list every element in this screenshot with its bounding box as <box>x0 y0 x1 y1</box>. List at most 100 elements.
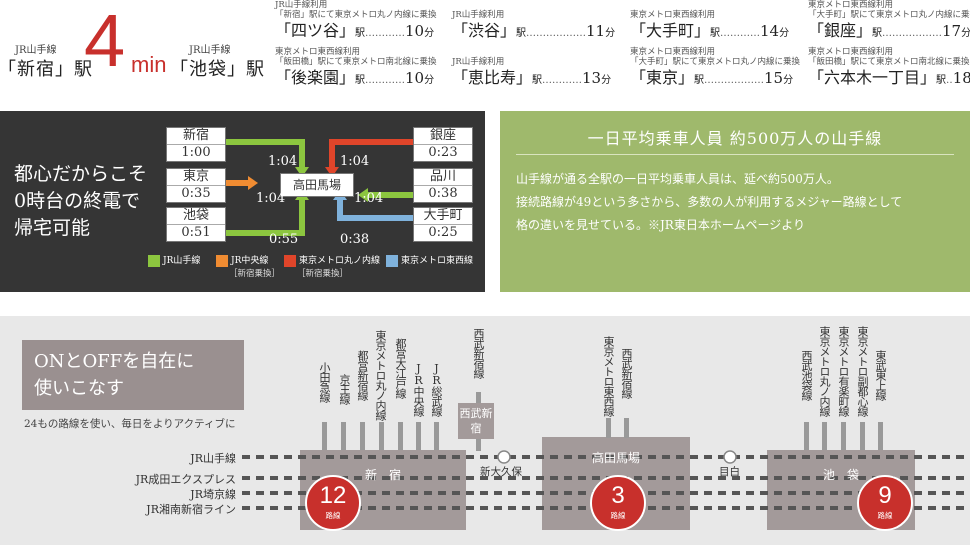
dest-suffix: 駅 <box>532 75 543 86</box>
destination-ebisu: JR山手線利用 「恵比寿」駅…………13分 <box>452 57 611 92</box>
time-label: 1:04 <box>354 191 384 206</box>
station-name-takadanobaba: 高田馬場 <box>591 451 640 465</box>
dest-dots: ………… <box>542 75 583 86</box>
legend-swatch <box>216 254 228 267</box>
dest-minutes: 13 <box>582 69 602 87</box>
dest-note: 「飯田橋」駅にて東京メトロ南北線に乗換 <box>275 57 437 67</box>
destination-roppongi-itchome: 東京メトロ東西線利用 「飯田橋」駅にて東京メトロ南北線に乗換 「六本木一丁目」駅… <box>808 47 970 92</box>
line-label-sobu: JR総武線 <box>430 362 443 416</box>
arrowhead-shinjuku <box>295 167 309 177</box>
station-name: 東京 <box>167 169 225 186</box>
dest-dots: ………… <box>365 75 406 86</box>
dest-minutes: 11 <box>586 22 606 40</box>
station-time: 1:00 <box>181 145 211 160</box>
legend-sub: ［新宿乗換］ <box>229 268 281 279</box>
dest-note: 東京メトロ東西線利用 <box>630 47 716 57</box>
station-dot-shinokubo <box>497 450 511 464</box>
line-label-chuo: JR中央線 <box>412 362 425 416</box>
station-name-shinjuku: 新 宿 <box>364 468 401 482</box>
dest-minutes: 10 <box>405 22 425 40</box>
dest-note: 「大手町」駅にて東京メトロ丸ノ内線に乗換 <box>808 10 970 20</box>
rail-name: JR山手線 <box>190 452 236 465</box>
destination-otemachi: 東京メトロ東西線利用 「大手町」駅…………14分 <box>630 10 789 45</box>
dest-note: 「大手町」駅にて東京メトロ丸ノ内線に乗換 <box>630 57 801 67</box>
dest-note: JR山手線利用 <box>452 10 505 20</box>
center-station-takadanobaba: 高田馬場 <box>280 173 354 197</box>
legend-swatch <box>386 254 398 267</box>
route-count-label: 路線 <box>610 511 626 520</box>
dest-note: 「飯田橋」駅にて東京メトロ南北線に乗換 <box>808 57 970 67</box>
dest-unit: 分 <box>783 75 794 86</box>
line-label-marunouchi-2: 東京メトロ丸ノ内線 <box>818 326 831 416</box>
line-label-marunouchi: 東京メトロ丸ノ内線 <box>374 330 387 420</box>
line-tick <box>606 418 611 438</box>
network-badge: ONとOFFを自在に 使いこなす <box>22 340 244 410</box>
dest-unit: 分 <box>424 28 435 39</box>
dest-name: 「渋谷」 <box>452 21 517 40</box>
arrow-ginza <box>329 139 413 169</box>
route-count-number: 12 <box>319 482 347 509</box>
ridership-line: 接続路線が49という多さから、多数の人が利用するメジャー路線として <box>516 195 903 209</box>
time-label: 1:04 <box>268 154 298 169</box>
destination-ginza: 東京メトロ東西線利用 「大手町」駅にて東京メトロ丸ノ内線に乗換 「銀座」駅………… <box>808 0 970 45</box>
station-box-otemachi: 大手町 0:25 <box>413 207 473 242</box>
rail-name: JR成田エクスプレス <box>135 473 236 486</box>
dest-minutes: 15 <box>764 69 784 87</box>
station-time: 0:38 <box>428 186 458 201</box>
station-name: 銀座 <box>414 128 472 145</box>
hero-left-station: 「新宿」駅 <box>0 59 93 80</box>
slogan-line: 0時台の終電で <box>14 190 141 212</box>
dest-minutes: 18 <box>952 69 970 87</box>
line-label-odakyu: 小田急線 <box>318 362 331 402</box>
arrowhead-ginza <box>325 167 339 177</box>
destination-korakuen: 東京メトロ東西線利用 「飯田橋」駅にて東京メトロ南北線に乗換 「後楽園」駅………… <box>275 47 437 92</box>
line-tick <box>841 422 846 450</box>
dest-suffix: 駅 <box>710 28 721 39</box>
legend-swatch <box>284 254 296 267</box>
dest-dots: ………… <box>365 28 406 39</box>
arrow-shinjuku <box>224 139 305 169</box>
hero-minutes: 4 <box>84 0 126 82</box>
route-count-number: 3 <box>611 482 625 509</box>
dest-unit: 分 <box>601 75 612 86</box>
dest-note: JR山手線利用 <box>452 57 505 67</box>
dest-suffix: 駅 <box>355 75 366 86</box>
legend-sub: ［新宿乗換］ <box>297 268 349 279</box>
line-tick <box>416 422 421 450</box>
arrow-ikebukuro <box>224 198 305 236</box>
arrowhead-shinagawa <box>358 188 368 202</box>
dest-note: 東京メトロ東西線利用 <box>808 47 894 57</box>
destination-tokyo: 東京メトロ東西線利用 「大手町」駅にて東京メトロ丸ノ内線に乗換 「東京」駅………… <box>630 47 800 92</box>
station-box-shinagawa: 品川 0:38 <box>413 168 473 203</box>
dest-name: 「恵比寿」 <box>452 68 533 87</box>
dest-name: 「大手町」 <box>630 21 711 40</box>
station-time: 0:51 <box>181 225 211 240</box>
line-tick <box>341 422 346 450</box>
line-label-seibu-shinjuku-2: 西武新宿線 <box>620 348 633 398</box>
line-tick <box>379 422 384 450</box>
line-label-yurakucho: 東京メトロ有楽町線 <box>837 326 850 416</box>
network-sub: 24もの路線を使い、毎日をよりアクティブに <box>24 418 236 430</box>
station-name: 新宿 <box>167 128 225 145</box>
station-box-ikebukuro: 池袋 0:51 <box>166 207 226 242</box>
dest-suffix: 駅 <box>355 28 366 39</box>
dest-minutes: 14 <box>760 22 780 40</box>
last-train-panel: 都心だからこそ 0時台の終電で 帰宅可能 高田馬場 新宿 1:00 東京 0:3… <box>0 111 485 292</box>
dest-suffix: 駅 <box>694 75 705 86</box>
station-name: 大手町 <box>414 208 472 225</box>
arrowhead-tokyo <box>248 176 258 190</box>
legend-marunouchi: 東京メトロ丸ノ内線 ［新宿乗換］ <box>284 253 380 279</box>
dest-suffix: 駅 <box>516 28 527 39</box>
station-name-shinokubo: 新大久保 <box>480 466 522 478</box>
dest-unit: 分 <box>779 28 790 39</box>
line-label-tobu-tojo: 東武東上線 <box>874 350 887 400</box>
line-tick <box>476 439 481 451</box>
hero-right-note: JR山手線 <box>189 45 231 56</box>
ridership-title: 一日平均乗車人員 約500万人の山手線 <box>587 129 883 148</box>
time-label: 0:55 <box>269 232 299 247</box>
time-label: 1:04 <box>256 191 286 206</box>
station-time: 0:23 <box>428 145 458 160</box>
line-label-seibu-ikebukuro: 西武池袋線 <box>800 350 813 400</box>
dest-note: 東京メトロ東西線利用 <box>630 10 716 20</box>
station-block-seibu-shinjuku: 西武新宿 <box>458 403 494 439</box>
